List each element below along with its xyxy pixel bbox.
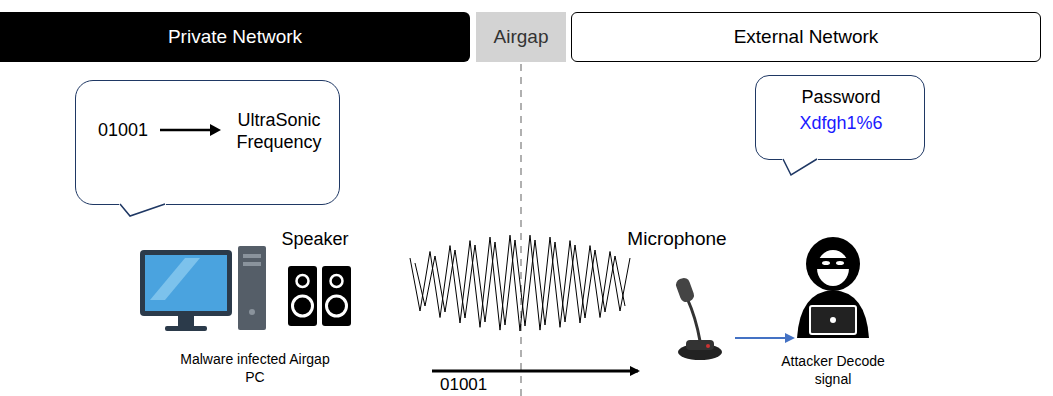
band-text: External Network [734,26,879,49]
callout-bubble: 01001 UltraSonic Frequency [75,80,340,205]
airgap-line [520,64,522,396]
pc-label: Malware infected Airgap PC [180,350,330,386]
data-arrow [735,337,793,339]
text-holder: 01001 [440,376,510,394]
transmission-arrow [432,370,638,373]
speaker-icon [288,266,351,326]
speaker-label: Speaker [270,230,360,248]
arrow-line [160,129,212,132]
network-band: External Network [571,12,1041,62]
computer-icon [140,246,266,331]
callout-text: UltraSonic Frequency [224,109,334,153]
network-band: Private Network [0,12,470,62]
text-holder: Speaker [270,230,360,248]
callout-bubble: PasswordXdfgh1%6 [755,75,925,160]
text-holder: 01001 [98,119,158,141]
band-text: Private Network [168,26,302,49]
callout-text: Password [756,86,926,108]
text-holder: Xdfgh1%6 [756,112,926,134]
text-holder: Attacker Decode signal [773,352,893,388]
airgap-band: Airgap [476,12,566,62]
password-text: Xdfgh1%6 [756,112,926,134]
arrow-head [210,124,221,136]
text-holder: Microphone [612,230,742,248]
band-text: Airgap [494,26,549,49]
attacker-icon [797,237,869,338]
tail-outline [120,204,165,216]
microphone-label: Microphone [612,230,742,248]
bit-string: 01001 [440,376,510,394]
ultrasonic-wave [410,235,630,331]
bit-string: 01001 [98,119,158,141]
tail-outline [783,159,817,175]
text-holder: Password [756,86,926,108]
attacker-label: Attacker Decode signal [773,352,893,388]
text-holder: UltraSonic Frequency [224,109,334,153]
microphone-icon [674,276,722,360]
text-holder: Malware infected Airgap PC [180,350,330,386]
